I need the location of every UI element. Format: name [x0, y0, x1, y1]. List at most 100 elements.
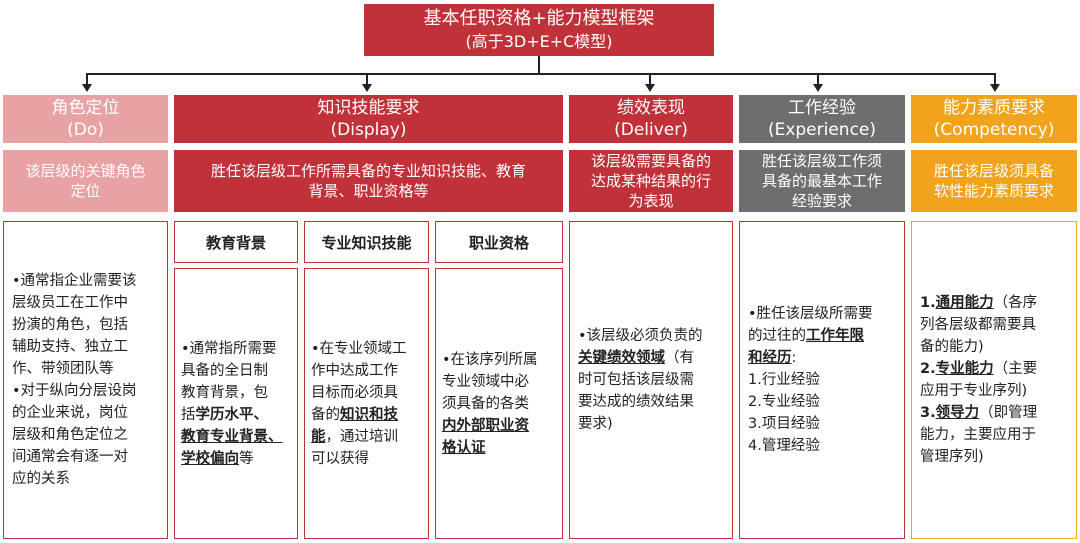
header-experience: 工作经验 (Experience): [739, 95, 905, 143]
body-do-line: 的企业来说，岗位: [12, 405, 128, 421]
education-major-emphasis: 教育专业背景、: [181, 428, 283, 445]
body-do-line: 应的关系: [12, 471, 70, 487]
body-skill-line: 目标而必须具: [311, 384, 398, 401]
body-edu-text: 括: [181, 406, 196, 423]
body-do-line: 作、带领团队等: [12, 361, 114, 377]
body-cert-line: 专业领域中必: [442, 373, 529, 390]
comp-line: 列各层级都需要具: [920, 317, 1036, 333]
certification-emphasis: 内外部职业资: [442, 417, 529, 434]
comp-line: 3.领导力（即管理: [920, 402, 1068, 424]
desc-competency-line: 胜任该层级须具备: [933, 162, 1054, 180]
comp-line: 应用于专业序列): [920, 383, 1028, 399]
body-do-line: 间通常会有逐一对: [12, 449, 128, 465]
body-skill-line: 能，通过培训: [311, 426, 422, 448]
arrow-competency: [990, 84, 1000, 92]
arrow-experience: [813, 84, 823, 92]
desc-deliver: 该层级需要具备的 达成某种结果的行 为表现: [569, 150, 733, 212]
body-skill-line: 可以获得: [311, 450, 369, 467]
header-experience-title: 工作经验: [788, 98, 856, 118]
body-exp-text: :: [791, 350, 797, 366]
desc-display-line: 胜任该层级工作所需具备的专业知识技能、教育: [210, 162, 526, 180]
header-do-en: (Do): [67, 120, 104, 140]
comp-number: 2.: [920, 361, 936, 377]
knowledge-skill-emphasis: 知识和技: [340, 406, 398, 423]
body-skill-line: 备的知识和技: [311, 404, 422, 426]
body-do-line: 层级和角色定位之: [12, 427, 128, 443]
desc-deliver-line: 该层级需要具备的: [590, 152, 711, 170]
connector-drop-display: [366, 73, 368, 85]
body-exp-text: 的过往的: [748, 328, 806, 344]
connector-drop-deliver: [649, 73, 651, 85]
desc-display: 胜任该层级工作所需具备的专业知识技能、教育 背景、职业资格等: [174, 150, 563, 212]
body-deliver-text: （有: [665, 350, 694, 366]
desc-experience-line: 经验要求: [791, 192, 852, 210]
header-experience-en: (Experience): [767, 120, 877, 140]
body-deliver-line: 要求): [578, 416, 613, 432]
body-do-line: •通常指企业需要该: [12, 273, 137, 289]
header-deliver-en: (Deliver): [614, 120, 688, 140]
body-do-line: 扮演的角色，包括: [12, 317, 128, 333]
comp-line: 管理序列): [920, 449, 984, 465]
kpa-emphasis: 关键绩效领域: [578, 350, 665, 366]
arrow-do: [82, 84, 92, 92]
header-do-title: 角色定位: [51, 98, 120, 118]
body-edu-line: 具备的全日制: [181, 362, 268, 379]
body-deliver-line: 关键绩效领域（有: [578, 347, 724, 369]
body-deliver-line: •该层级必须负责的: [578, 328, 703, 344]
body-edu-text: 等: [239, 450, 254, 467]
body-deliver: •该层级必须负责的 关键绩效领域（有 时可包括该层级需 要达成的绩效结果 要求): [569, 221, 733, 539]
body-education: •通常指所需要 具备的全日制 教育背景，包 括学历水平、 教育专业背景、 学校偏…: [174, 268, 298, 539]
desc-do-line: 定位: [70, 182, 101, 200]
experience-item: 2.专业经验: [748, 394, 820, 410]
body-edu-line: 括学历水平、: [181, 404, 291, 426]
desc-do-line: 该层级的关键角色: [25, 162, 146, 180]
body-do-line: •对于纵向分层设岗: [12, 383, 137, 399]
header-display: 知识技能要求 (Display): [174, 95, 563, 143]
body-competency: 1.通用能力（各序 列各层级都需要具 备的能力) 2.专业能力（主要 应用于专业…: [911, 221, 1077, 539]
certification-emphasis-end: 格认证: [442, 439, 486, 456]
desc-experience: 胜任该层级工作须 具备的最基本工作 经验要求: [739, 150, 905, 212]
body-professional-skills: •在专业领域工 作中达成工作 目标而必须具 备的知识和技 能，通过培训 可以获得: [304, 268, 429, 539]
connector-drop-competency: [994, 73, 996, 85]
subhead-education: 教育背景: [174, 221, 298, 263]
connector-drop-experience: [817, 73, 819, 85]
work-years-emphasis: 工作年限: [806, 328, 864, 344]
desc-deliver-line: 为表现: [628, 192, 674, 210]
comp-line: 2.专业能力（主要: [920, 358, 1068, 380]
body-deliver-line: 要达成的绩效结果: [578, 394, 694, 410]
header-deliver: 绩效表现 (Deliver): [569, 95, 733, 143]
desc-do: 该层级的关键角色 定位: [3, 150, 168, 212]
desc-experience-line: 具备的最基本工作: [761, 172, 882, 190]
body-cert-line: •在该序列所属: [442, 351, 538, 368]
body-exp-line: 的过往的工作年限: [748, 325, 896, 347]
body-skill-line: •在专业领域工: [311, 340, 407, 357]
subhead-qualification: 职业资格: [435, 221, 563, 263]
body-skill-text: 备的: [311, 406, 340, 423]
comp-line: 能力，主要应用于: [920, 427, 1036, 443]
body-exp-line: •胜任该层级所需要: [748, 306, 873, 322]
connector-horizontal: [86, 73, 996, 75]
connector-vertical: [538, 56, 540, 74]
connector-drop-do: [86, 73, 88, 85]
body-do-line: 层级员工在工作中: [12, 295, 128, 311]
desc-competency-line: 软性能力素质要求: [933, 182, 1054, 200]
desc-display-line: 背景、职业资格等: [308, 182, 429, 200]
experience-item: 4.管理经验: [748, 438, 820, 454]
education-level-emphasis: 学历水平、: [195, 406, 269, 423]
body-experience: •胜任该层级所需要 的过往的工作年限 和经历: 1.行业经验 2.专业经验 3.…: [739, 221, 905, 539]
arrow-display: [362, 84, 372, 92]
header-competency: 能力素质要求 (Competency): [911, 95, 1077, 143]
body-edu-line: •通常指所需要: [181, 340, 277, 357]
comp-number: 1.: [920, 295, 936, 311]
comp-line: 备的能力): [920, 339, 984, 355]
desc-experience-line: 胜任该层级工作须: [761, 152, 882, 170]
general-ability-emphasis: 通用能力: [935, 295, 994, 311]
comp-text: （各序: [993, 295, 1038, 311]
header-competency-title: 能力素质要求: [943, 98, 1045, 118]
header-deliver-title: 绩效表现: [617, 98, 685, 118]
body-do: •通常指企业需要该 层级员工在工作中 扮演的角色，包括 辅助支持、独立工 作、带…: [3, 221, 168, 539]
framework-title: 基本任职资格+能力模型框架: [423, 8, 655, 29]
desc-deliver-line: 达成某种结果的行: [590, 172, 711, 190]
leadership-emphasis: 领导力: [935, 405, 980, 421]
knowledge-skill-emphasis-end: 能: [311, 428, 326, 445]
